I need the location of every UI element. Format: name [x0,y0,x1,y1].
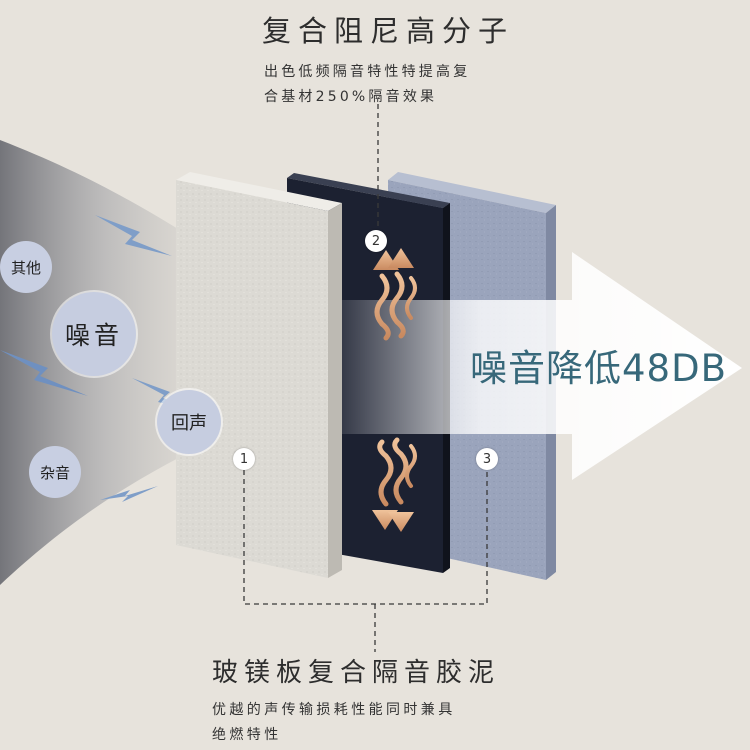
bubble-other: 其他 [0,241,52,293]
bubble-noise: 噪音 [52,292,136,376]
blue-layer-top [388,172,556,213]
layer-number-1: 1 [233,448,255,470]
damping-desc-line1: 出色低频隔音特性特提高复 [264,64,471,80]
leader-lines [243,104,488,652]
board-desc-line2: 绝燃特性 [212,727,282,743]
lightning-icon [0,350,88,396]
layer-number-2: 2 [365,230,387,252]
white-layer [176,180,328,578]
dark-layer-top [287,173,450,208]
vibration-up-icon [373,248,417,341]
layer-number-3: 3 [476,448,498,470]
white-layer-top [176,172,342,211]
bubble-misc: 杂音 [29,446,81,498]
board-desc-line1: 优越的声传输损耗性能同时兼具 [212,702,456,718]
damping-layer-title: 复合阻尼高分子 [262,14,515,48]
reduction-arrow [340,252,742,480]
lightning-icon [132,378,200,412]
damping-layer-description: 出色低频隔音特性特提高复 合基材250%隔音效果 [264,60,564,110]
lightning-icon [100,486,158,502]
bubble-echo: 回声 [157,390,221,454]
board-layer-description: 优越的声传输损耗性能同时兼具 绝燃特性 [212,698,572,748]
vibration-down-icon [372,437,417,532]
lightning-icon [95,215,172,256]
damping-desc-line2: 合基材250%隔音效果 [264,89,438,105]
board-layer-title: 玻镁板复合隔音胶泥 [212,658,501,688]
noise-reduction-label: 噪音降低48DB [470,347,727,390]
white-layer-side [328,203,342,578]
